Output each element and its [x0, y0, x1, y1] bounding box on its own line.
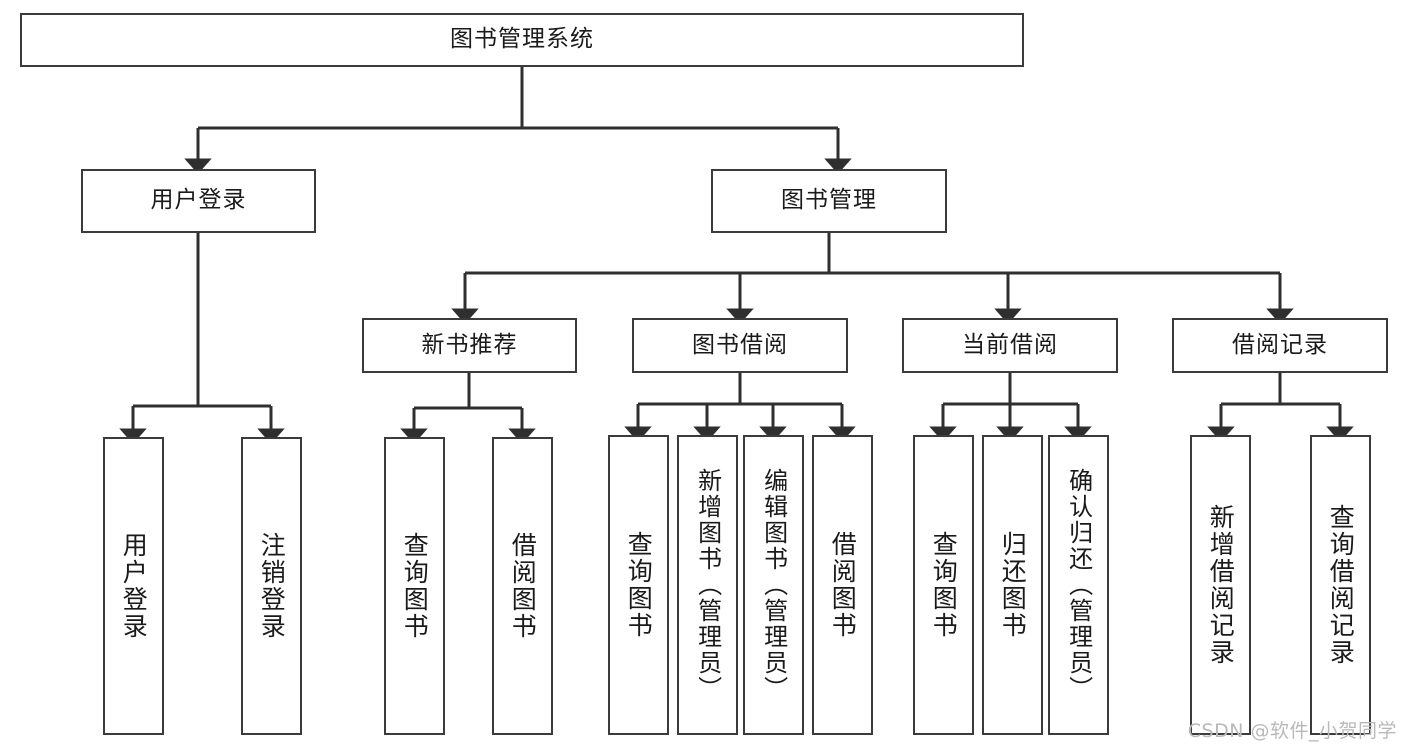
node-label: 借阅图书 [828, 531, 858, 639]
node-label: 当前借阅 [962, 331, 1058, 358]
node-label: 编辑图书（管理员） [759, 468, 788, 702]
leaf-user-login-signin[interactable]: 用户登录 [103, 437, 164, 735]
leaf-current-borrow-confirm-admin[interactable]: 确认归还（管理员） [1048, 435, 1109, 735]
node-label: 查询图书 [400, 532, 430, 640]
node-label: 图书管理 [781, 187, 877, 214]
node-borrow-record[interactable]: 借阅记录 [1172, 318, 1388, 373]
node-label: 借阅图书 [508, 532, 538, 640]
node-label: 新增图书（管理员） [693, 468, 722, 702]
node-user-login[interactable]: 用户登录 [81, 169, 316, 233]
node-label: 图书管理系统 [450, 26, 594, 53]
node-current-borrow[interactable]: 当前借阅 [902, 318, 1118, 373]
node-label: 查询图书 [929, 531, 959, 639]
node-label: 查询图书 [624, 531, 654, 639]
leaf-current-borrow-query[interactable]: 查询图书 [913, 435, 974, 735]
node-label: 借阅记录 [1232, 331, 1328, 358]
node-book-borrow[interactable]: 图书借阅 [632, 318, 848, 373]
node-label: 注销登录 [257, 532, 287, 640]
node-label: 确认归还（管理员） [1064, 468, 1093, 702]
node-label: 新书推荐 [421, 331, 518, 358]
leaf-borrow-record-add[interactable]: 新增借阅记录 [1190, 435, 1251, 735]
node-label: 归还图书 [998, 531, 1028, 639]
node-root-book-management-system[interactable]: 图书管理系统 [20, 13, 1024, 67]
leaf-new-book-borrow[interactable]: 借阅图书 [492, 437, 553, 735]
leaf-book-borrow-add-admin[interactable]: 新增图书（管理员） [677, 435, 738, 735]
watermark-text: CSDN @软件_小贺同学 [1187, 720, 1397, 742]
leaf-book-borrow-edit-admin[interactable]: 编辑图书（管理员） [743, 435, 804, 735]
leaf-user-login-signout[interactable]: 注销登录 [241, 437, 302, 735]
leaf-current-borrow-return[interactable]: 归还图书 [982, 435, 1043, 735]
node-label: 用户登录 [150, 187, 247, 214]
node-new-book-recommend[interactable]: 新书推荐 [362, 318, 577, 373]
node-label: 新增借阅记录 [1206, 504, 1236, 666]
leaf-book-borrow-borrow[interactable]: 借阅图书 [812, 435, 873, 735]
node-label: 查询借阅记录 [1326, 504, 1356, 666]
node-book-management[interactable]: 图书管理 [711, 169, 947, 233]
leaf-borrow-record-query[interactable]: 查询借阅记录 [1310, 435, 1371, 735]
leaf-new-book-query[interactable]: 查询图书 [384, 437, 445, 735]
leaf-book-borrow-query[interactable]: 查询图书 [608, 435, 669, 735]
node-label: 图书借阅 [692, 331, 788, 358]
node-label: 用户登录 [119, 532, 149, 640]
